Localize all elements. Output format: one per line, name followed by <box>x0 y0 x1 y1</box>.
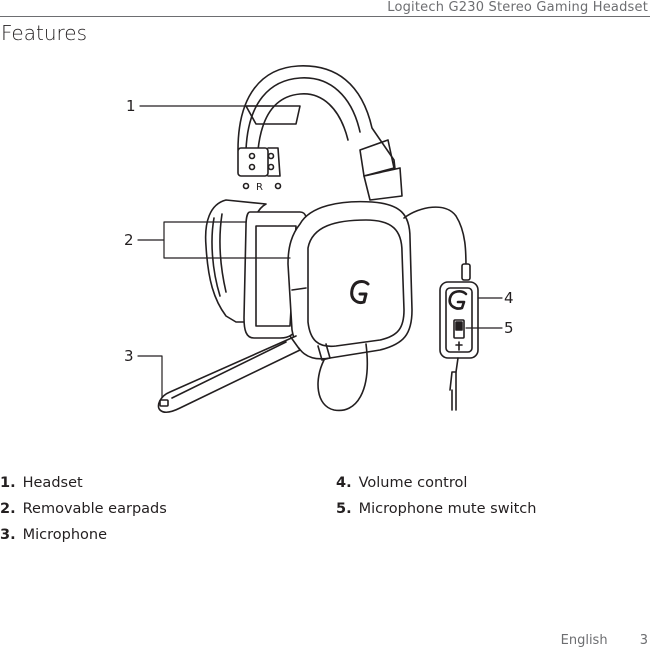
g-logo-earcup <box>350 280 370 304</box>
feature-item: 1. Headset <box>0 470 167 496</box>
feature-number: 3. <box>0 527 16 543</box>
feature-number: 4. <box>336 475 352 491</box>
callout-line-2 <box>137 221 291 259</box>
feature-number: 2. <box>0 501 16 517</box>
feature-item: 3. Microphone <box>0 522 167 548</box>
mute-switch <box>453 319 465 339</box>
cable-top <box>403 206 467 269</box>
feature-label: Removable earpads <box>22 501 167 517</box>
headset-illustration: R 1 2 3 4 5 <box>124 65 514 413</box>
cable-loop <box>317 343 368 412</box>
callout-number-4: 4 <box>504 289 514 307</box>
callout-number-5: 5 <box>504 319 514 337</box>
headband-r-marking: R <box>256 182 263 193</box>
right-earcup <box>287 200 413 360</box>
feature-number: 5. <box>336 501 352 517</box>
callout-number-2: 2 <box>124 231 134 249</box>
header-rule <box>0 16 650 17</box>
feature-label: Headset <box>22 475 83 491</box>
microphone-boom <box>157 335 301 413</box>
page-number: 3 <box>639 633 648 648</box>
feature-item: 2. Removable earpads <box>0 496 167 522</box>
feature-item: 4. Volume control <box>336 470 536 496</box>
document-header-title: Logitech G230 Stereo Gaming Headset <box>387 0 648 15</box>
page-footer: English 3 <box>561 633 648 648</box>
feature-item: 5. Microphone mute switch <box>336 496 536 522</box>
left-hinge <box>237 147 269 177</box>
callout-number-1: 1 <box>126 97 136 115</box>
feature-list-left: 1. Headset 2. Removable earpads 3. Micro… <box>0 470 167 548</box>
feature-label: Microphone <box>22 527 108 543</box>
callout-number-3: 3 <box>124 347 134 365</box>
footer-language: English <box>560 633 608 648</box>
feature-number: 1. <box>0 475 16 491</box>
g-logo-remote <box>448 290 468 310</box>
feature-label: Volume control <box>358 475 468 491</box>
section-title: Features <box>1 21 87 45</box>
feature-label: Microphone mute switch <box>358 501 537 517</box>
callout-line-3 <box>137 355 163 399</box>
feature-list-right: 4. Volume control 5. Microphone mute swi… <box>336 470 536 522</box>
